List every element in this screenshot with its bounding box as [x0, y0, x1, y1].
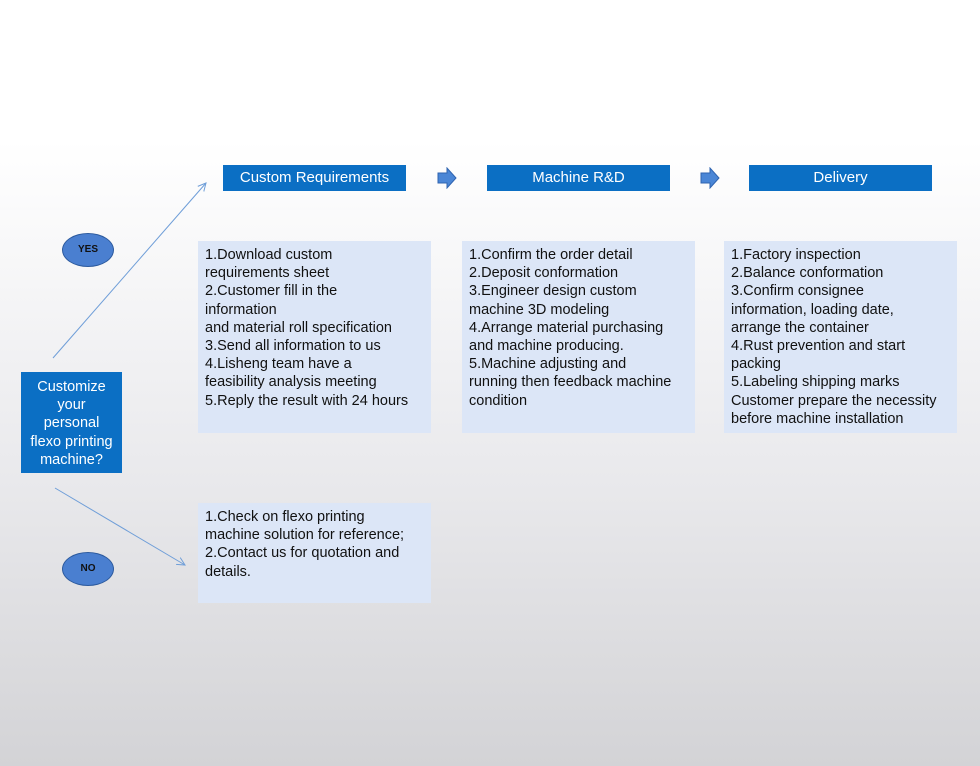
- step-line: machine 3D modeling: [469, 301, 610, 318]
- no-connector-arrow: [54, 487, 185, 565]
- decision-line: machine?: [40, 451, 103, 468]
- step-line: 1.Factory inspection: [731, 247, 861, 263]
- step-line: feasibility analysis meeting: [205, 374, 377, 391]
- step-line: 2.Contact us for quotation and: [205, 545, 400, 562]
- step-line: 5.Reply the result with 24 hours: [205, 392, 409, 409]
- step-line: 1.Check on flexo printing: [205, 509, 365, 525]
- step-line: details.: [205, 563, 251, 580]
- machine-rd-steps: 1.Confirm the order detail 2.Deposit con…: [462, 241, 695, 433]
- step-line: 2.Deposit conformation: [469, 265, 619, 282]
- decision-line: Customize: [37, 379, 106, 395]
- stage-header-machine-rd: Machine R&D: [487, 165, 670, 191]
- custom-requirements-steps: 1.Download custom requirements sheet 2.C…: [198, 241, 431, 433]
- step-line: 1.Confirm the order detail: [469, 247, 633, 263]
- decision-line: your: [57, 397, 86, 414]
- step-line: 3.Confirm consignee: [731, 283, 864, 300]
- step-line: 4.Rust prevention and start: [731, 338, 906, 355]
- step-line: requirements sheet: [205, 265, 330, 282]
- step-line: and material roll specification: [205, 319, 392, 336]
- yes-connector-arrow: [52, 183, 206, 359]
- step-line: 3.Engineer design custom: [469, 283, 637, 300]
- yes-oval: YES: [62, 233, 114, 267]
- step-line: arrange the container: [731, 319, 869, 336]
- step-line: 4.Lisheng team have a: [205, 356, 352, 373]
- no-branch-steps: 1.Check on flexo printing machine soluti…: [198, 503, 431, 603]
- decision-line: flexo printing: [30, 433, 113, 450]
- step-line: before machine installation: [731, 410, 904, 427]
- step-line: machine solution for reference;: [205, 527, 405, 544]
- step-line: Customer prepare the necessity: [731, 392, 937, 409]
- step-line: running then feedback machine: [469, 374, 672, 391]
- step-line: 3.Send all information to us: [205, 338, 381, 355]
- step-line: information, loading date,: [731, 301, 894, 318]
- step-line: 4.Arrange material purchasing: [469, 319, 664, 336]
- no-label: NO: [80, 563, 96, 574]
- step-line: 5.Labeling shipping marks: [731, 374, 900, 391]
- decision-box: Customize your personal flexo printing m…: [21, 372, 122, 473]
- step-line: and machine producing.: [469, 338, 624, 355]
- step-line: information: [205, 301, 277, 318]
- no-oval: NO: [62, 552, 114, 586]
- step-line: 5.Machine adjusting and: [469, 356, 627, 373]
- delivery-steps: 1.Factory inspection 2.Balance conformat…: [724, 241, 957, 433]
- step-line: packing: [731, 356, 781, 373]
- right-arrow-icon: [437, 167, 457, 189]
- step-line: condition: [469, 392, 528, 409]
- step-line: 2.Balance conformation: [731, 265, 884, 282]
- step-line: 2.Customer fill in the: [205, 283, 338, 300]
- right-arrow-icon: [700, 167, 720, 189]
- stage-header-custom-requirements: Custom Requirements: [223, 165, 406, 191]
- stage-header-delivery: Delivery: [749, 165, 932, 191]
- yes-label: YES: [77, 244, 98, 255]
- decision-line: personal: [43, 415, 100, 432]
- step-line: 1.Download custom: [205, 247, 333, 263]
